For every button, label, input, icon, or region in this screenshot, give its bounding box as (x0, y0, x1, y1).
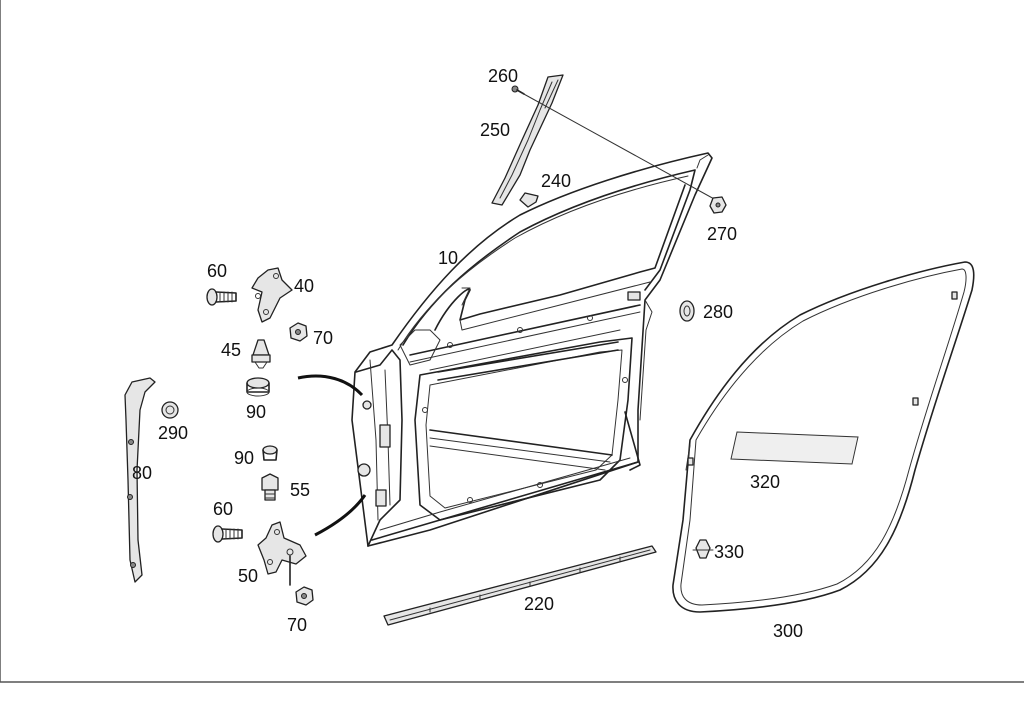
clip-330 (692, 539, 714, 559)
lower-hinge (257, 521, 307, 586)
callout-290: 290 (158, 423, 189, 443)
screw-60-lower (212, 525, 243, 543)
front-edge-seal-80 (124, 377, 156, 583)
bumper-45 (251, 339, 271, 369)
callout-300: 300 (773, 621, 804, 641)
upper-hinge (251, 267, 293, 323)
bumper-55 (261, 473, 279, 501)
callout-330: 330 (714, 542, 745, 562)
leader-260-270 (521, 92, 717, 201)
callout-40: 40 (294, 276, 315, 296)
grommet-90-upper (246, 377, 270, 397)
hinge-top-leader (297, 374, 364, 397)
label-320 (730, 431, 859, 465)
callout-55: 55 (290, 480, 311, 500)
callout-60-lower: 60 (213, 499, 234, 519)
clip-240 (519, 192, 539, 208)
callout-280: 280 (703, 302, 734, 322)
callout-60-upper: 60 (207, 261, 228, 281)
plug-290 (161, 401, 179, 419)
callout-70-upper: 70 (313, 328, 334, 348)
hinge-bottom-leader (314, 494, 367, 537)
sill-strip-220 (383, 545, 657, 626)
nut-70-upper (289, 322, 308, 342)
callout-270: 270 (707, 224, 738, 244)
callout-50: 50 (238, 566, 259, 586)
door-shell (351, 152, 713, 547)
callout-220: 220 (524, 594, 555, 614)
callout-90-upper: 90 (246, 402, 267, 422)
callout-240: 240 (541, 171, 572, 191)
screw-60-upper (206, 288, 237, 306)
callout-10: 10 (438, 248, 459, 268)
callout-80: 80 (132, 463, 153, 483)
door-seal-300 (672, 261, 975, 613)
grommet-90-lower (262, 445, 278, 461)
grommet-280 (679, 300, 695, 322)
nut-270 (709, 196, 727, 214)
callout-90-lower: 90 (234, 448, 255, 468)
callout-70-lower: 70 (287, 615, 308, 635)
callout-320: 320 (750, 472, 781, 492)
callout-250: 250 (480, 120, 511, 140)
nut-70-lower (295, 586, 314, 606)
callout-260: 260 (488, 66, 519, 86)
window-frame-trim (491, 74, 564, 206)
callout-45: 45 (221, 340, 242, 360)
